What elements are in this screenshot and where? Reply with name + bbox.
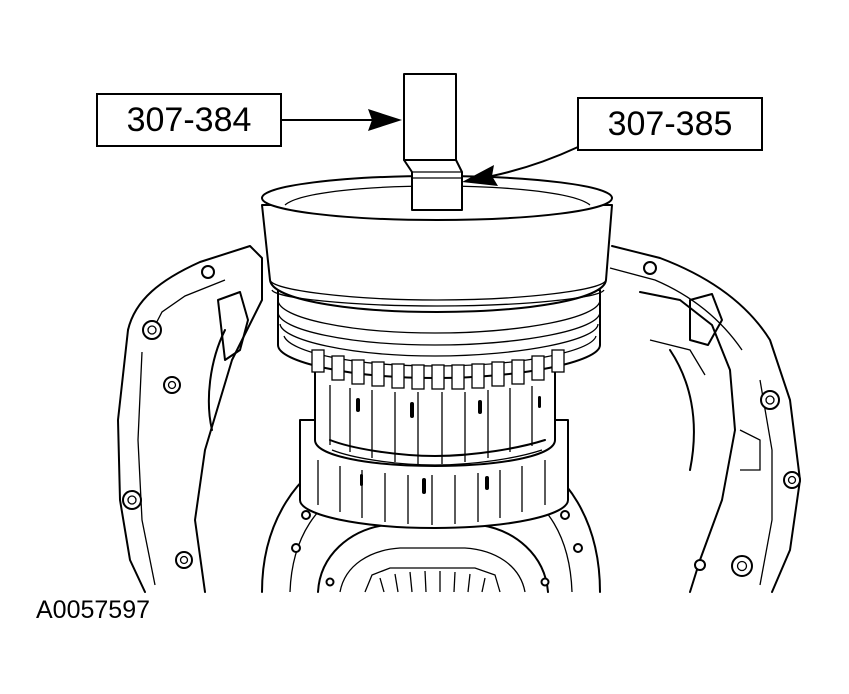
tool-307-384-shaft xyxy=(403,73,463,211)
callout-307-385: 307-385 xyxy=(462,97,763,186)
transmission-case xyxy=(117,245,801,593)
callout-307-384-label: 307-384 xyxy=(127,101,252,139)
callout-307-385-label: 307-385 xyxy=(608,105,733,143)
clutch-pack xyxy=(277,289,601,529)
callout-307-384: 307-384 xyxy=(96,93,402,147)
figure-id: A0057597 xyxy=(36,596,150,624)
arrow-icon xyxy=(368,109,402,131)
arrow-icon xyxy=(462,165,498,186)
